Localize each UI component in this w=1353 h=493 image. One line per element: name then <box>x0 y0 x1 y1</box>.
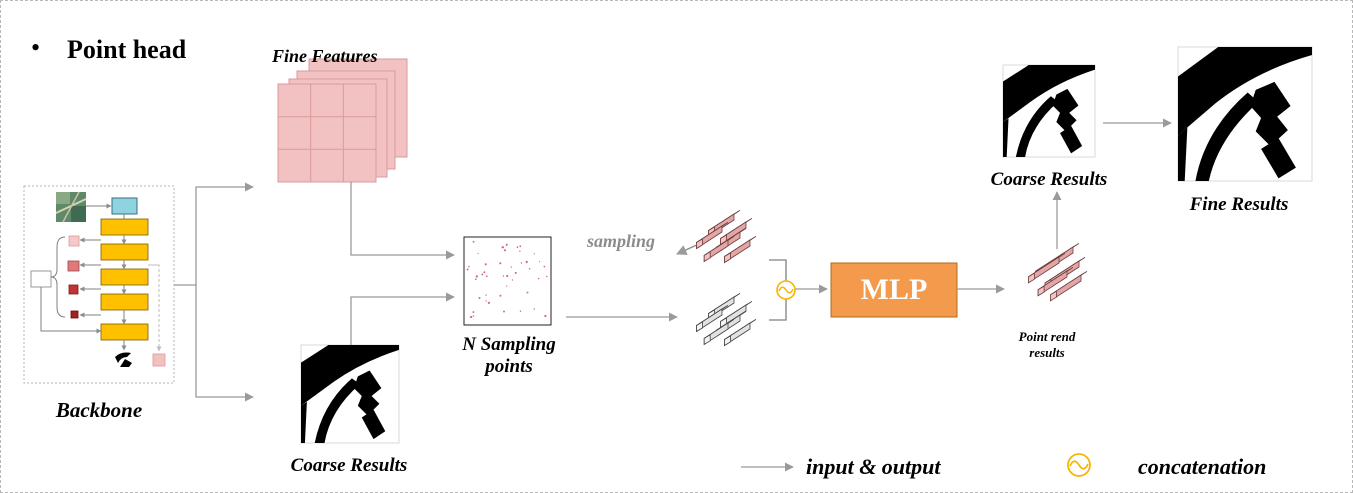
sampling-point <box>468 265 470 268</box>
sampling-point <box>478 296 481 300</box>
legend-concatenation-label: concatenation <box>1138 454 1267 479</box>
sampling-point <box>537 277 540 280</box>
backbone-output-feature-icon <box>152 353 166 367</box>
sampling-point <box>519 250 521 252</box>
point-feature-bar <box>703 251 711 263</box>
sampling-point <box>533 308 535 310</box>
point-feature-bar <box>1050 290 1057 302</box>
sampling-point <box>525 260 528 264</box>
sampling-point <box>477 252 479 255</box>
backbone-label: Backbone <box>55 398 143 422</box>
fine-results-image <box>1177 46 1313 182</box>
sampling-point <box>485 294 487 296</box>
sampling-label: sampling <box>587 231 656 251</box>
legend-concat-icon <box>1067 453 1091 477</box>
point-feature-bar <box>696 321 703 333</box>
point-feature-bar <box>1037 285 1045 297</box>
mlp-label: MLP <box>860 273 928 306</box>
sampling-point <box>543 265 546 268</box>
sampling-point <box>502 275 505 277</box>
sampling-point <box>501 246 504 249</box>
fusion-block <box>30 270 52 288</box>
section-bullet: • <box>31 33 41 62</box>
backbone-block <box>23 185 175 384</box>
sampled-fine-point-features <box>696 210 757 264</box>
legend-input-output-label: input & output <box>806 454 941 479</box>
point-rend-line2: results <box>1029 345 1065 360</box>
sampling-point <box>519 310 522 313</box>
input-stem-block <box>111 197 138 215</box>
sampling-point <box>472 311 475 314</box>
sampling-point <box>466 268 469 271</box>
point-feature-bar <box>1028 272 1035 284</box>
pyramid-feature-cubes <box>67 235 80 319</box>
sampling-point <box>484 263 487 266</box>
sampling-point <box>538 261 541 263</box>
sampling-point <box>503 249 507 252</box>
sampling-point <box>499 294 502 297</box>
fine-features-label: Fine Features <box>272 46 378 66</box>
sampling-point <box>528 267 531 270</box>
fine-features-stack <box>277 58 408 183</box>
sampling-point <box>533 253 535 255</box>
coarse-results-bottom-label: Coarse Results <box>290 455 408 476</box>
sampling-point <box>519 245 522 248</box>
sampling-point <box>516 246 519 248</box>
n-sampling-line1: N Sampling <box>462 334 556 355</box>
sampling-point <box>483 271 486 274</box>
sampling-point <box>546 275 548 278</box>
sampling-point <box>526 291 529 294</box>
sampling-point <box>472 315 475 317</box>
concatenation-icon <box>776 280 796 300</box>
fine-results-label: Fine Results <box>1189 194 1289 215</box>
point-feature-bar <box>696 238 703 250</box>
point-rend-result-features <box>1028 243 1088 302</box>
sampling-point <box>544 314 547 318</box>
sampling-point <box>487 301 491 305</box>
sampling-point <box>485 300 487 302</box>
sampling-point <box>499 262 502 265</box>
n-sampling-points-label: N Sampling points <box>462 334 555 378</box>
n-sampling-line2: points <box>485 356 533 377</box>
sampling-point <box>505 244 508 247</box>
sampling-point <box>506 274 509 278</box>
satellite-image-icon <box>55 191 87 223</box>
point-rend-line1: Point rend <box>1018 329 1076 344</box>
sampling-point <box>511 279 514 281</box>
backbone-output-arrows <box>174 182 254 402</box>
point-feature-bar <box>724 335 731 347</box>
coarse-results-bottom-image <box>300 344 400 444</box>
sampling-point <box>472 240 475 243</box>
point-feature-bar <box>724 252 731 264</box>
coarse-results-top-image <box>1002 64 1096 158</box>
to-sampling-arrows <box>350 182 455 345</box>
backbone-stages <box>100 218 149 341</box>
sampling-point <box>520 262 523 264</box>
backbone-output-mask-icon <box>115 351 133 367</box>
point-rend-results-label: Point rend results <box>1019 329 1076 361</box>
sampling-point <box>481 273 484 276</box>
sampled-coarse-point-features <box>696 293 757 347</box>
sampling-point <box>474 278 477 281</box>
sampling-point <box>510 266 512 268</box>
sampling-point <box>475 275 478 278</box>
sampling-point <box>485 275 488 278</box>
sampling-point <box>514 271 517 274</box>
sampling-point <box>469 315 473 319</box>
section-title: Point head <box>67 35 187 64</box>
coarse-results-top-label: Coarse Results <box>990 169 1108 190</box>
sampling-point <box>506 285 508 287</box>
mlp-block <box>830 262 958 318</box>
sampling-points-box <box>463 236 552 326</box>
point-feature-bar <box>703 334 711 346</box>
sampling-point <box>503 310 505 313</box>
